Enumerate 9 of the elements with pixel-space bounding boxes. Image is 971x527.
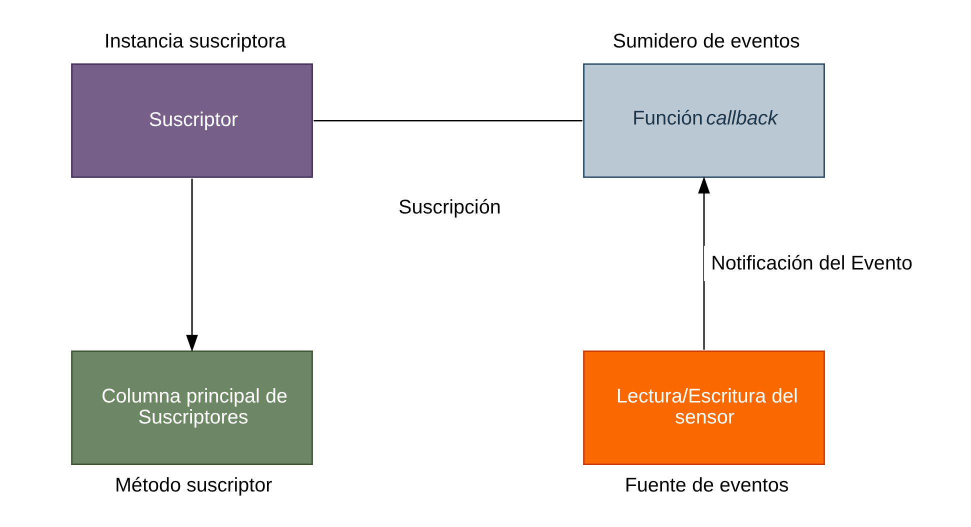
edge-label: Notificación del Evento bbox=[711, 252, 912, 274]
node-label: Método suscriptor bbox=[114, 474, 272, 496]
node-label: Sumidero de eventos bbox=[612, 30, 800, 52]
edge-label: Suscripción bbox=[398, 196, 501, 219]
node-label: Instancia suscriptora bbox=[104, 30, 286, 52]
node-label: Fuente de eventos bbox=[624, 474, 789, 496]
arrow bbox=[186, 178, 198, 352]
arrow bbox=[698, 176, 710, 350]
connector bbox=[314, 120, 582, 122]
